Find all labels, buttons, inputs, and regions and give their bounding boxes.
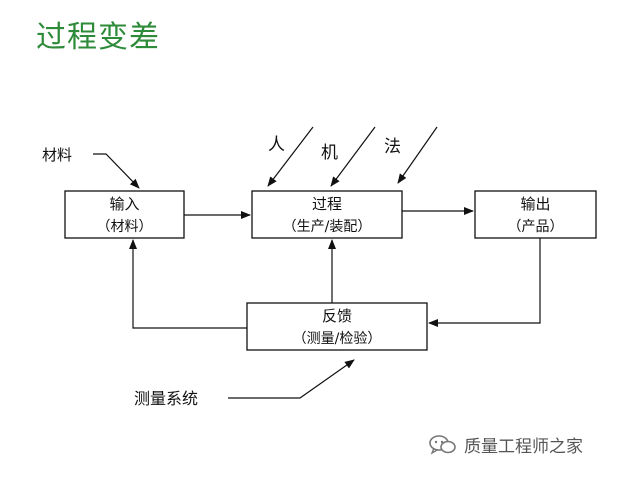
label-measurement-system: 测量系统 (134, 389, 198, 408)
node-input: 输入 （材料） (64, 190, 185, 239)
arrow-material-to-input (93, 153, 140, 189)
label-method: 法 (384, 137, 401, 157)
node-input-subtitle: （材料） (97, 219, 153, 235)
page-title: 过程变差 (36, 20, 160, 55)
label-machine: 机 (321, 143, 338, 163)
arrow-measurement-system (228, 359, 355, 399)
node-feedback-subtitle: （测量/检验） (293, 331, 382, 347)
arrow-output-to-feedback (428, 238, 541, 327)
node-feedback-title: 反馈 (322, 307, 352, 325)
node-feedback: 反馈 （测量/检验） (246, 302, 428, 351)
node-output: 输出 （产品） (474, 190, 597, 239)
node-output-subtitle: （产品） (508, 219, 564, 235)
arrow-feedback-to-input (129, 239, 247, 329)
arrow-method (397, 126, 438, 184)
watermark-text: 质量工程师之家 (464, 437, 583, 457)
arrow-man (267, 126, 314, 187)
node-process-title: 过程 (312, 195, 342, 213)
node-input-title: 输入 (109, 195, 139, 213)
label-material: 材料 (42, 146, 72, 164)
node-process: 过程 （生产/装配） (251, 190, 403, 239)
watermark: 质量工程师之家 (428, 432, 583, 457)
wechat-icon (429, 434, 456, 455)
arrow-machine (330, 126, 376, 187)
label-man: 人 (268, 135, 285, 155)
node-output-title: 输出 (520, 195, 550, 213)
node-process-subtitle: （生产/装配） (283, 219, 372, 235)
